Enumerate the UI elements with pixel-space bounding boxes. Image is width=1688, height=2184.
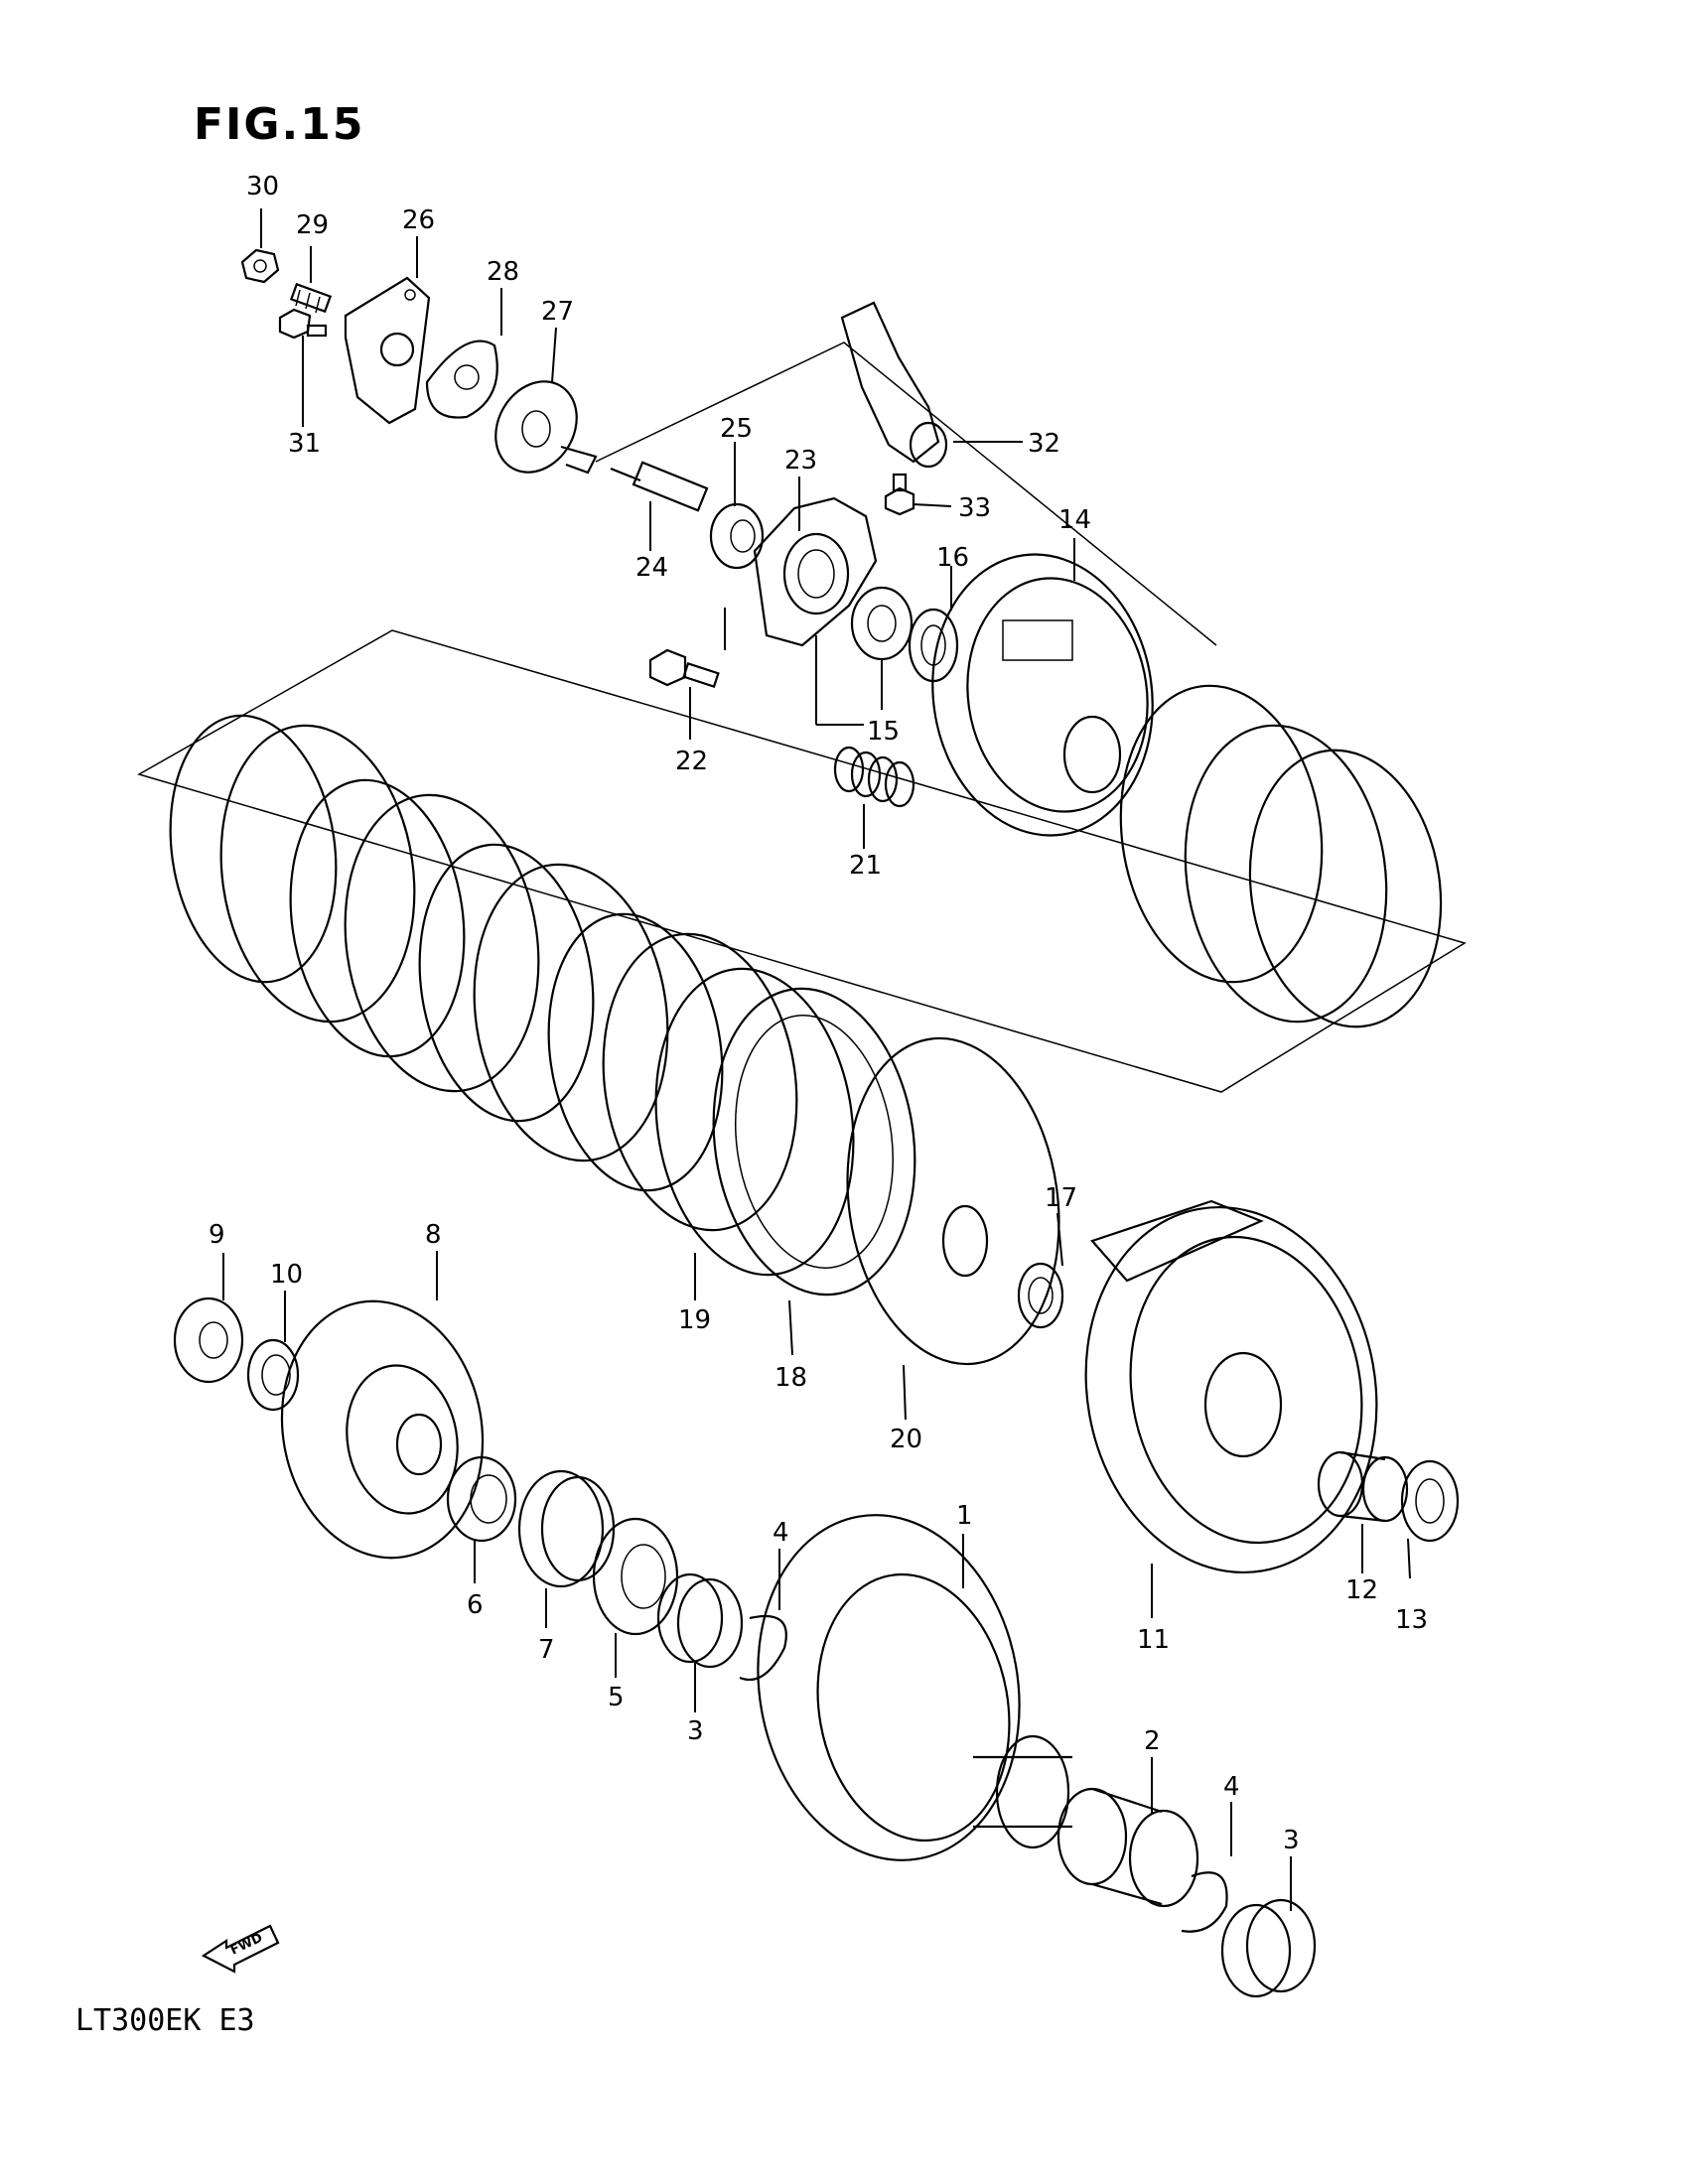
clutch-plate-stack [169, 684, 1443, 1232]
callout-9: 9 [209, 1220, 225, 1250]
callout-12: 12 [1345, 1575, 1378, 1605]
part-12-spacer [1317, 1450, 1409, 1523]
callout-labels: 30 29 26 28 27 31 32 25 23 33 14 24 16 1… [209, 172, 1428, 1855]
callout-21: 21 [849, 851, 882, 881]
callout-2: 2 [1144, 1726, 1161, 1756]
part-4-circlip-left [739, 1614, 787, 1682]
part-26-plate [344, 276, 431, 425]
part-29-stud [289, 282, 333, 314]
callout-31: 31 [288, 429, 321, 459]
part-14-sleeve-hub [931, 553, 1154, 837]
callout-5: 5 [608, 1683, 625, 1712]
model-code-label: LT300EK E3 [75, 2003, 255, 2038]
part-33-bolt [884, 473, 915, 516]
part-17-washer [1017, 1262, 1064, 1329]
group-bracket-upper [595, 341, 1217, 646]
callout-15: 15 [867, 717, 900, 747]
part-24-shaft [610, 461, 709, 512]
leader-lines [222, 208, 1411, 1911]
part-30-nut [240, 248, 280, 284]
part-20-pressure-plate [846, 1036, 1060, 1366]
callout-8: 8 [425, 1220, 442, 1250]
callout-16: 16 [936, 543, 969, 573]
figure-title: FIG.15 [194, 99, 365, 150]
callout-11: 11 [1137, 1625, 1170, 1655]
part-31-bolt [278, 308, 328, 340]
part-11-clutch-housing [1084, 1199, 1378, 1574]
part-1-clutch-drum [757, 1514, 1072, 1861]
part-28-gasket [425, 340, 498, 419]
part-4-circlip-right [1181, 1871, 1228, 1933]
part-27-cam [494, 380, 598, 475]
part-21-spring [833, 746, 915, 808]
callout-4-left: 4 [773, 1518, 789, 1548]
callout-6: 6 [467, 1590, 484, 1620]
callout-13: 13 [1395, 1605, 1428, 1635]
callout-27: 27 [541, 297, 574, 327]
part-3-needle-bearing-right [1220, 1898, 1317, 1998]
part-8-centrifugal-shoe [280, 1299, 485, 1560]
part-9-nut [173, 1297, 244, 1384]
part-25-bearing [709, 502, 765, 570]
callout-1: 1 [956, 1501, 973, 1531]
callout-24: 24 [635, 553, 668, 583]
part-10-washer [246, 1338, 300, 1412]
callout-7: 7 [538, 1635, 555, 1665]
part-15-nut [850, 586, 914, 661]
callout-4-right: 4 [1223, 1772, 1240, 1802]
callout-14: 14 [1058, 505, 1091, 535]
part-3-needle-bearing-left [656, 1572, 744, 1669]
part-32-release-arm [840, 301, 948, 469]
callout-3-left: 3 [687, 1716, 704, 1746]
part-2-sleeve [1056, 1787, 1199, 1908]
callout-33: 33 [958, 493, 991, 523]
part-7-bearing [517, 1469, 616, 1588]
part-6-collar [446, 1455, 517, 1543]
callout-26: 26 [402, 205, 435, 235]
part-13-washer [1400, 1459, 1460, 1543]
part-19-ring [654, 967, 855, 1277]
callout-17: 17 [1045, 1183, 1077, 1213]
fwd-arrow-icon: FWD [201, 1924, 280, 1974]
group-bracket-plates [137, 629, 1467, 1093]
callout-20: 20 [890, 1425, 922, 1454]
callout-29: 29 [296, 210, 329, 240]
part-18-wave-plate [712, 987, 916, 1297]
part-22-bolt [648, 648, 720, 688]
callout-32: 32 [1028, 429, 1060, 459]
callout-10: 10 [270, 1260, 303, 1290]
callout-22: 22 [675, 747, 708, 776]
callout-19: 19 [678, 1305, 711, 1335]
part-23-lifter [753, 496, 878, 647]
part-5-washer [592, 1517, 679, 1636]
callout-18: 18 [774, 1363, 807, 1393]
callout-28: 28 [487, 257, 519, 287]
callout-3-right: 3 [1283, 1826, 1300, 1855]
callout-23: 23 [784, 446, 817, 476]
callout-25: 25 [720, 414, 753, 444]
fwd-label: FWD [228, 1931, 265, 1959]
callout-30: 30 [246, 172, 279, 202]
